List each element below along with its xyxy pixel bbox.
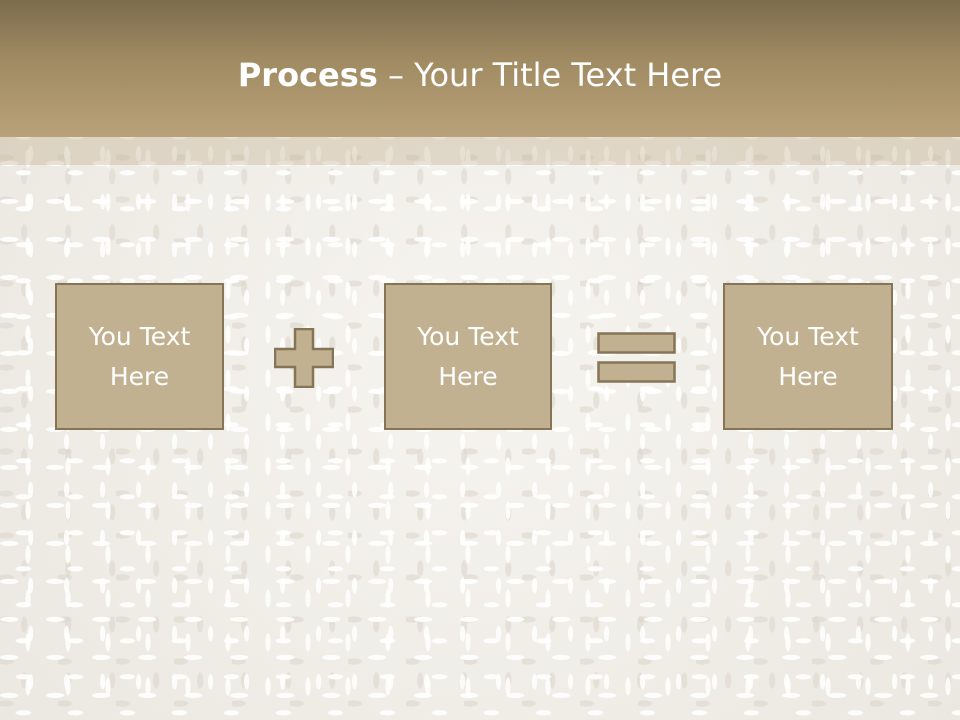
title-band <box>0 0 960 137</box>
process-box-3[interactable]: You Text Here <box>723 283 893 430</box>
title-bold: Process <box>237 56 378 94</box>
process-box-1-line2: Here <box>109 361 170 391</box>
process-box-1[interactable]: You Text Here <box>55 283 224 430</box>
process-box-1-line1: You Text <box>88 321 191 351</box>
process-box-1-text: You Text Here <box>65 317 215 397</box>
process-box-3-line2: Here <box>778 361 838 391</box>
plus-icon[interactable] <box>274 328 334 388</box>
process-box-2-text: You Text Here <box>393 317 543 397</box>
slide-title[interactable]: Process – Your Title Text Here <box>0 50 960 100</box>
process-box-3-text: You Text Here <box>733 317 883 397</box>
title-band-shadow <box>0 137 960 165</box>
process-box-2[interactable]: You Text Here <box>384 283 552 430</box>
process-box-2-line2: Here <box>438 361 498 391</box>
title-rest: – Your Title Text Here <box>377 56 723 94</box>
equals-icon[interactable] <box>597 332 676 384</box>
process-box-3-line1: You Text <box>757 321 859 351</box>
process-box-2-line1: You Text <box>417 321 519 351</box>
